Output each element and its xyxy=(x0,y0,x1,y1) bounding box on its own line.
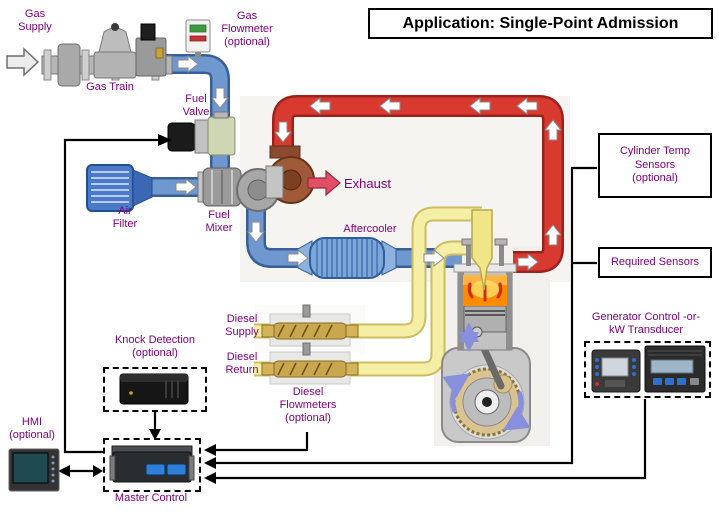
generator-control-dashed-box xyxy=(584,341,711,398)
fuel-mixer-label: Fuel Mixer xyxy=(205,209,233,234)
gas-flowmeter-device xyxy=(185,19,211,58)
knock-detection-label: Knock Detection (optional) xyxy=(114,334,196,359)
control-lines xyxy=(63,138,647,480)
fuel-mixer-device xyxy=(197,167,242,207)
diesel-flowmeters-label: Diesel Flowmeters (optional) xyxy=(279,386,337,424)
exhaust-arrow xyxy=(307,169,341,197)
air-filter-device xyxy=(86,164,153,212)
engine-cylinder xyxy=(441,209,531,443)
required-sensors-box: Required Sensors xyxy=(598,247,712,278)
gas-train-device xyxy=(41,23,173,87)
aftercooler-device xyxy=(297,237,397,279)
generator-control-label: Generator Control -or- kW Transducer xyxy=(591,311,701,336)
knock-detection-device xyxy=(119,373,189,405)
fuel-valve-label: Fuel Valve xyxy=(182,93,210,118)
required-sensors-text: Required Sensors xyxy=(610,255,700,268)
air-filter-label: Air Filter xyxy=(112,205,138,230)
diesel-return-label: Diesel Return xyxy=(225,351,259,376)
master-control-label: Master Control xyxy=(114,492,188,504)
diesel-supply-label: Diesel Supply xyxy=(225,313,259,338)
page-title: Application: Single-Point Admission xyxy=(402,14,679,32)
gas-supply-arrow xyxy=(6,47,40,77)
knock-detection-dashed-box xyxy=(103,367,207,412)
exhaust-pipe xyxy=(272,95,564,273)
hmi-device xyxy=(8,448,60,492)
gas-supply-label: Gas Supply xyxy=(18,8,52,33)
fuel-valve-device xyxy=(167,111,236,156)
exhaust-label: Exhaust xyxy=(344,176,391,191)
cylinder-temp-sensors-box: Cylinder Temp Sensors (optional) xyxy=(598,133,712,198)
master-control-device xyxy=(109,445,195,483)
hmi-label: HMI (optional) xyxy=(9,416,55,441)
title-box: Application: Single-Point Admission xyxy=(368,8,713,39)
diesel-flowmeter-devices xyxy=(261,304,359,385)
turbocharger-device xyxy=(236,145,315,212)
cylinder-temp-sensors-text: Cylinder Temp Sensors (optional) xyxy=(619,144,691,185)
master-control-dashed-box xyxy=(103,438,201,492)
generator-control-devices xyxy=(591,345,706,393)
aftercooler-label: Aftercooler xyxy=(343,223,397,235)
gas-train-label: Gas Train xyxy=(86,81,134,93)
control-arrowheads xyxy=(58,134,216,484)
gas-flowmeter-label: Gas Flowmeter (optional) xyxy=(221,10,273,48)
